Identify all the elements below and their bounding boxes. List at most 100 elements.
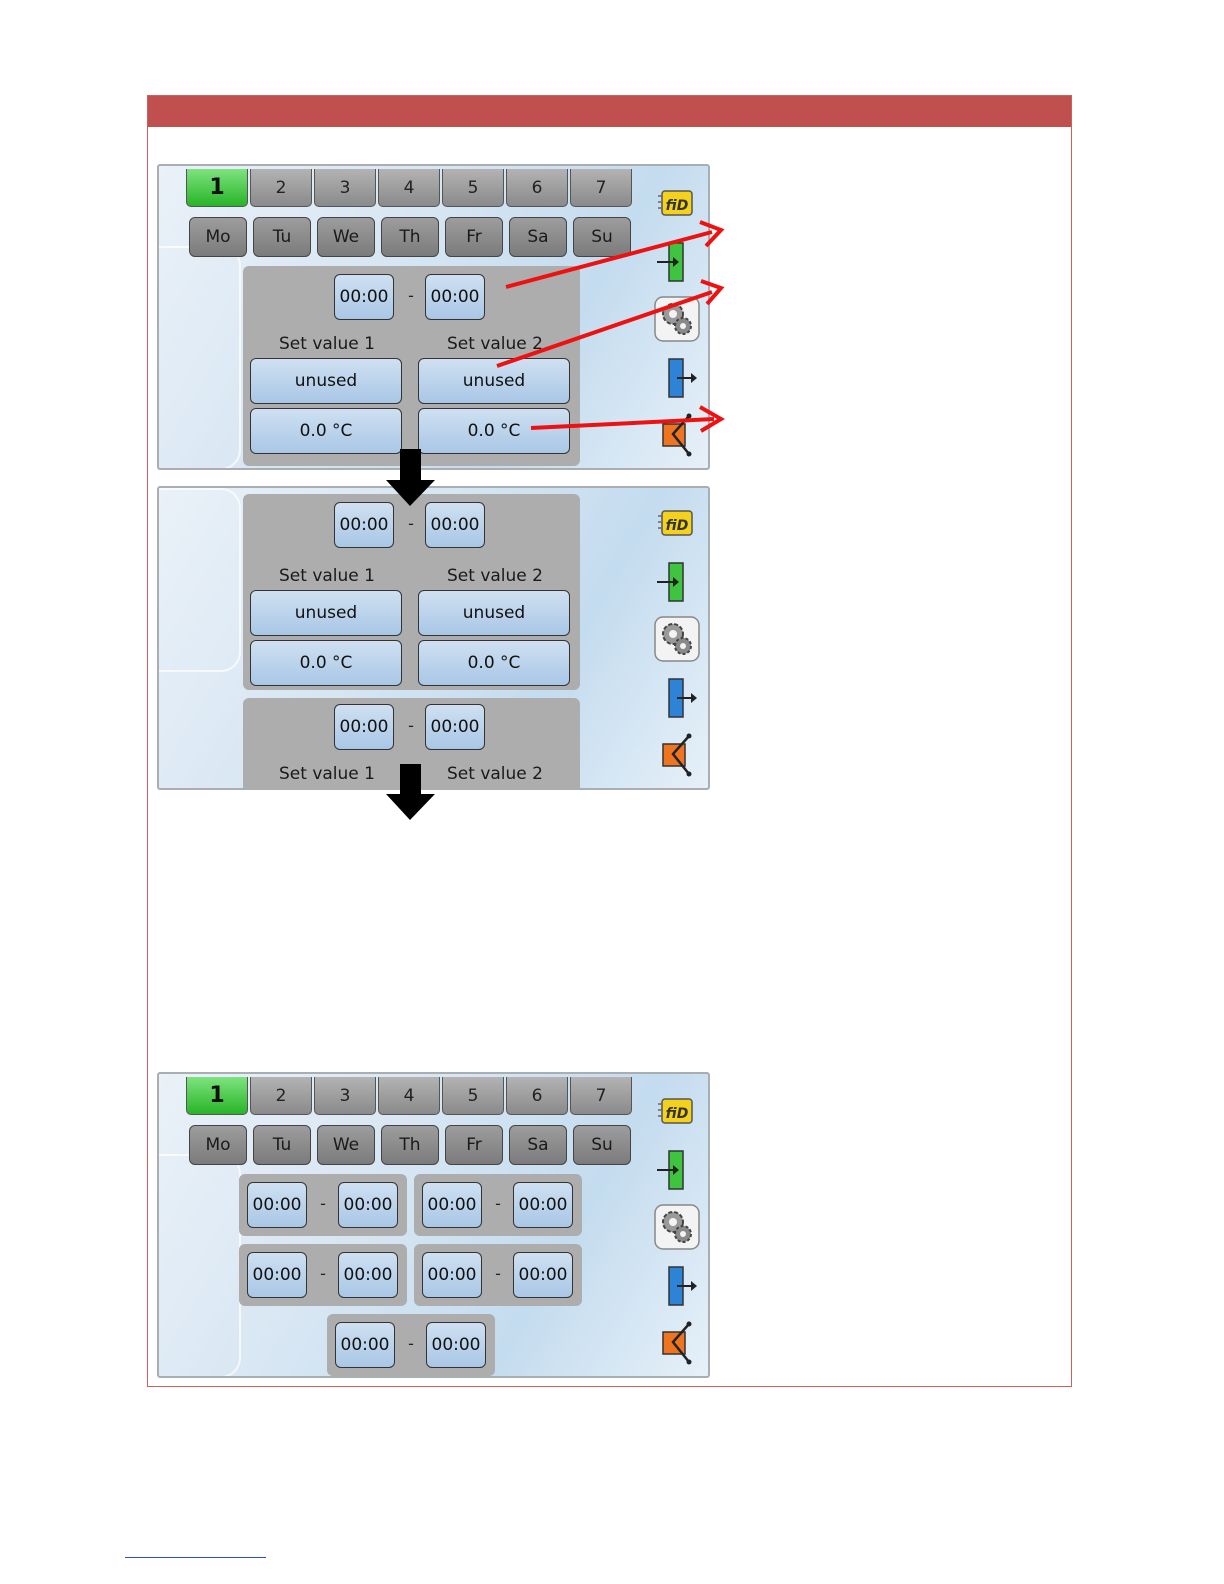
day-button-sa[interactable]: Sa	[509, 217, 567, 257]
set-value-1-label: Set value 1	[279, 334, 375, 354]
input-icon[interactable]	[653, 238, 701, 284]
time-end-field[interactable]: 00:00	[426, 1322, 486, 1368]
fid-icon-text: fiD	[666, 1106, 689, 1122]
day-button-su[interactable]: Su	[573, 1125, 631, 1165]
set-value-2-source-field[interactable]: unused	[418, 358, 570, 404]
time-end-field[interactable]: 00:00	[513, 1182, 573, 1228]
time-start-field[interactable]: 00:00	[335, 1322, 395, 1368]
tab-program-6[interactable]: 6	[506, 1077, 568, 1115]
day-button-tu[interactable]: Tu	[253, 217, 311, 257]
day-button-fr[interactable]: Fr	[445, 1125, 503, 1165]
time-window-1[interactable]: 00:00 - 00:00	[239, 1174, 407, 1236]
set-value-2-label: Set value 2	[447, 764, 543, 784]
background-shine	[159, 246, 241, 468]
time-window-2[interactable]: 00:00 - 00:00	[414, 1174, 582, 1236]
time-separator: -	[320, 1264, 326, 1283]
time-separator: -	[408, 286, 414, 305]
tab-program-4[interactable]: 4	[378, 169, 440, 207]
tab-program-7[interactable]: 7	[570, 169, 632, 207]
time-start-field[interactable]: 00:00	[247, 1182, 307, 1228]
day-button-mo[interactable]: Mo	[189, 1125, 247, 1165]
time-start-field[interactable]: 00:00	[422, 1182, 482, 1228]
time-end-field[interactable]: 00:00	[338, 1182, 398, 1228]
tab-program-2[interactable]: 2	[250, 169, 312, 207]
set-value-2-field[interactable]: 0.0 °C	[418, 408, 570, 454]
fid-icon-text: fiD	[666, 198, 689, 214]
function-icon[interactable]	[653, 412, 701, 458]
time-start-field[interactable]: 00:00	[247, 1252, 307, 1298]
tab-program-5[interactable]: 5	[442, 169, 504, 207]
time-start-field[interactable]: 00:00	[422, 1252, 482, 1298]
tab-program-5[interactable]: 5	[442, 1077, 504, 1115]
day-button-we[interactable]: We	[317, 217, 375, 257]
fid-icon[interactable]: fiD	[653, 502, 701, 548]
time-separator: -	[408, 716, 414, 735]
input-icon[interactable]	[653, 1146, 701, 1192]
time-start-field[interactable]: 00:00	[334, 704, 394, 750]
background-shine	[159, 488, 241, 672]
background-shine	[159, 1154, 241, 1376]
set-value-1-label: Set value 1	[279, 764, 375, 784]
gear-icon[interactable]	[653, 616, 701, 662]
day-button-th[interactable]: Th	[381, 1125, 439, 1165]
tab-program-2[interactable]: 2	[250, 1077, 312, 1115]
day-buttons: Mo Tu We Th Fr Sa Su	[189, 217, 637, 257]
screen-time-program-detail: 1 2 3 4 5 6 7 Mo Tu We Th Fr Sa Su 00:00…	[157, 164, 710, 470]
time-end-field[interactable]: 00:00	[513, 1252, 573, 1298]
time-end-field[interactable]: 00:00	[425, 502, 485, 548]
function-icon[interactable]	[653, 732, 701, 778]
input-icon[interactable]	[653, 558, 701, 604]
day-button-tu[interactable]: Tu	[253, 1125, 311, 1165]
output-icon[interactable]	[653, 354, 701, 400]
gear-icon[interactable]	[653, 1204, 701, 1250]
time-window-panel-next: 00:00 - 00:00 Set value 1 Set value 2	[243, 698, 580, 788]
time-separator: -	[495, 1264, 501, 1283]
time-start-field[interactable]: 00:00	[334, 502, 394, 548]
tab-program-7[interactable]: 7	[570, 1077, 632, 1115]
screen-time-program-overview: 1 2 3 4 5 6 7 Mo Tu We Th Fr Sa Su 00:00…	[157, 1072, 710, 1378]
tab-program-3[interactable]: 3	[314, 1077, 376, 1115]
day-button-fr[interactable]: Fr	[445, 217, 503, 257]
tab-program-1[interactable]: 1	[186, 1077, 248, 1115]
set-value-1-source-field[interactable]: unused	[250, 590, 402, 636]
day-buttons: Mo Tu We Th Fr Sa Su	[189, 1125, 637, 1165]
day-button-sa[interactable]: Sa	[509, 1125, 567, 1165]
time-end-field[interactable]: 00:00	[425, 704, 485, 750]
tab-program-4[interactable]: 4	[378, 1077, 440, 1115]
screen-time-program-scrolled: 00:00 - 00:00 Set value 1 Set value 2 un…	[157, 486, 710, 790]
set-value-2-field[interactable]: 0.0 °C	[418, 640, 570, 686]
set-value-1-field[interactable]: 0.0 °C	[250, 640, 402, 686]
time-window-panel: 00:00 - 00:00 Set value 1 Set value 2 un…	[243, 266, 580, 466]
time-window-3[interactable]: 00:00 - 00:00	[239, 1244, 407, 1306]
program-tabs: 1 2 3 4 5 6 7	[186, 169, 634, 207]
time-separator: -	[320, 1194, 326, 1213]
tab-program-3[interactable]: 3	[314, 169, 376, 207]
day-button-th[interactable]: Th	[381, 217, 439, 257]
time-separator: -	[408, 1334, 414, 1353]
time-end-field[interactable]: 00:00	[338, 1252, 398, 1298]
time-window-4[interactable]: 00:00 - 00:00	[414, 1244, 582, 1306]
day-button-we[interactable]: We	[317, 1125, 375, 1165]
tab-program-6[interactable]: 6	[506, 169, 568, 207]
output-icon[interactable]	[653, 674, 701, 720]
set-value-2-label: Set value 2	[447, 334, 543, 354]
time-end-field[interactable]: 00:00	[425, 274, 485, 320]
set-value-2-label: Set value 2	[447, 566, 543, 586]
program-tabs: 1 2 3 4 5 6 7	[186, 1077, 634, 1115]
gear-icon[interactable]	[653, 296, 701, 342]
time-separator: -	[408, 514, 414, 533]
time-window-5[interactable]: 00:00 - 00:00	[327, 1314, 495, 1376]
time-start-field[interactable]: 00:00	[334, 274, 394, 320]
content-frame	[147, 95, 1072, 1387]
output-icon[interactable]	[653, 1262, 701, 1308]
set-value-1-source-field[interactable]: unused	[250, 358, 402, 404]
fid-icon[interactable]: fiD	[653, 182, 701, 228]
set-value-1-field[interactable]: 0.0 °C	[250, 408, 402, 454]
time-window-panel: 00:00 - 00:00 Set value 1 Set value 2 un…	[243, 494, 580, 690]
day-button-mo[interactable]: Mo	[189, 217, 247, 257]
set-value-2-source-field[interactable]: unused	[418, 590, 570, 636]
fid-icon[interactable]: fiD	[653, 1090, 701, 1136]
tab-program-1[interactable]: 1	[186, 169, 248, 207]
day-button-su[interactable]: Su	[573, 217, 631, 257]
function-icon[interactable]	[653, 1320, 701, 1366]
